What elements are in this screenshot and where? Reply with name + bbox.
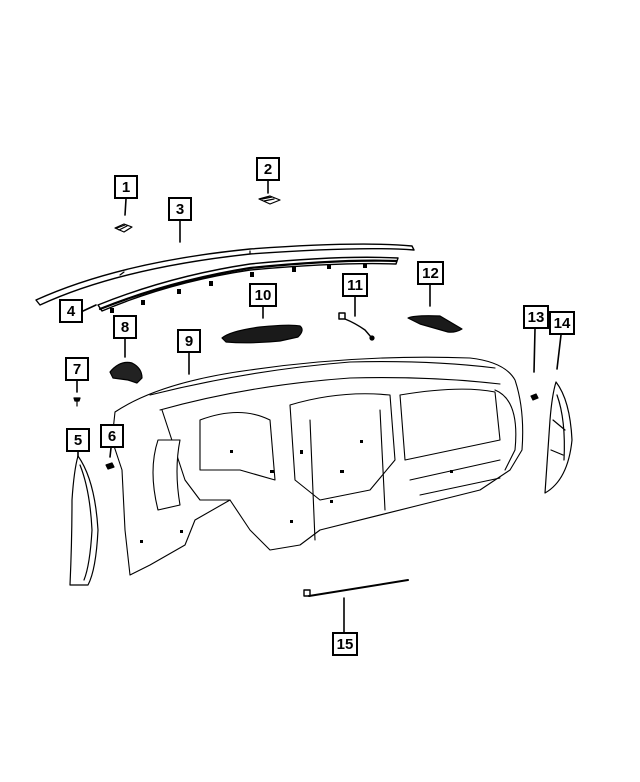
callout-15: 15	[332, 632, 358, 656]
callout-11: 11	[342, 273, 368, 297]
part-6-clip	[105, 462, 115, 470]
callout-4: 4	[59, 299, 83, 323]
panel-detail	[140, 440, 453, 543]
part-11-sensor	[338, 312, 375, 341]
callout-13: 13	[523, 305, 549, 329]
callout-5: 5	[66, 428, 90, 452]
part-9-instrument-panel	[111, 356, 524, 576]
part-3-upper-molding	[35, 243, 415, 306]
part-12-speaker-grille	[407, 315, 463, 333]
part-5-left-end-cover	[69, 455, 99, 586]
callout-2: 2	[256, 157, 280, 181]
callout-1: 1	[114, 175, 138, 199]
part-1-clip	[114, 223, 133, 233]
callout-8: 8	[113, 315, 137, 339]
callout-6: 6	[100, 424, 124, 448]
part-15-rod	[303, 579, 409, 597]
part-2-bracket	[258, 195, 281, 205]
leader-lines	[76, 180, 562, 633]
part-13-clip	[530, 393, 539, 401]
callout-7: 7	[65, 357, 89, 381]
callout-12: 12	[417, 261, 444, 285]
part-10-speaker-grille	[221, 324, 303, 344]
callout-14: 14	[549, 311, 575, 335]
part-14-right-end-cover	[544, 381, 573, 494]
callout-3: 3	[168, 197, 192, 221]
callout-10: 10	[249, 283, 277, 307]
callout-9: 9	[177, 329, 201, 353]
part-4-lower-molding	[97, 256, 399, 313]
molding-clips	[110, 263, 367, 313]
part-8-end-cap	[109, 361, 143, 384]
part-7-push-pin	[73, 397, 81, 407]
